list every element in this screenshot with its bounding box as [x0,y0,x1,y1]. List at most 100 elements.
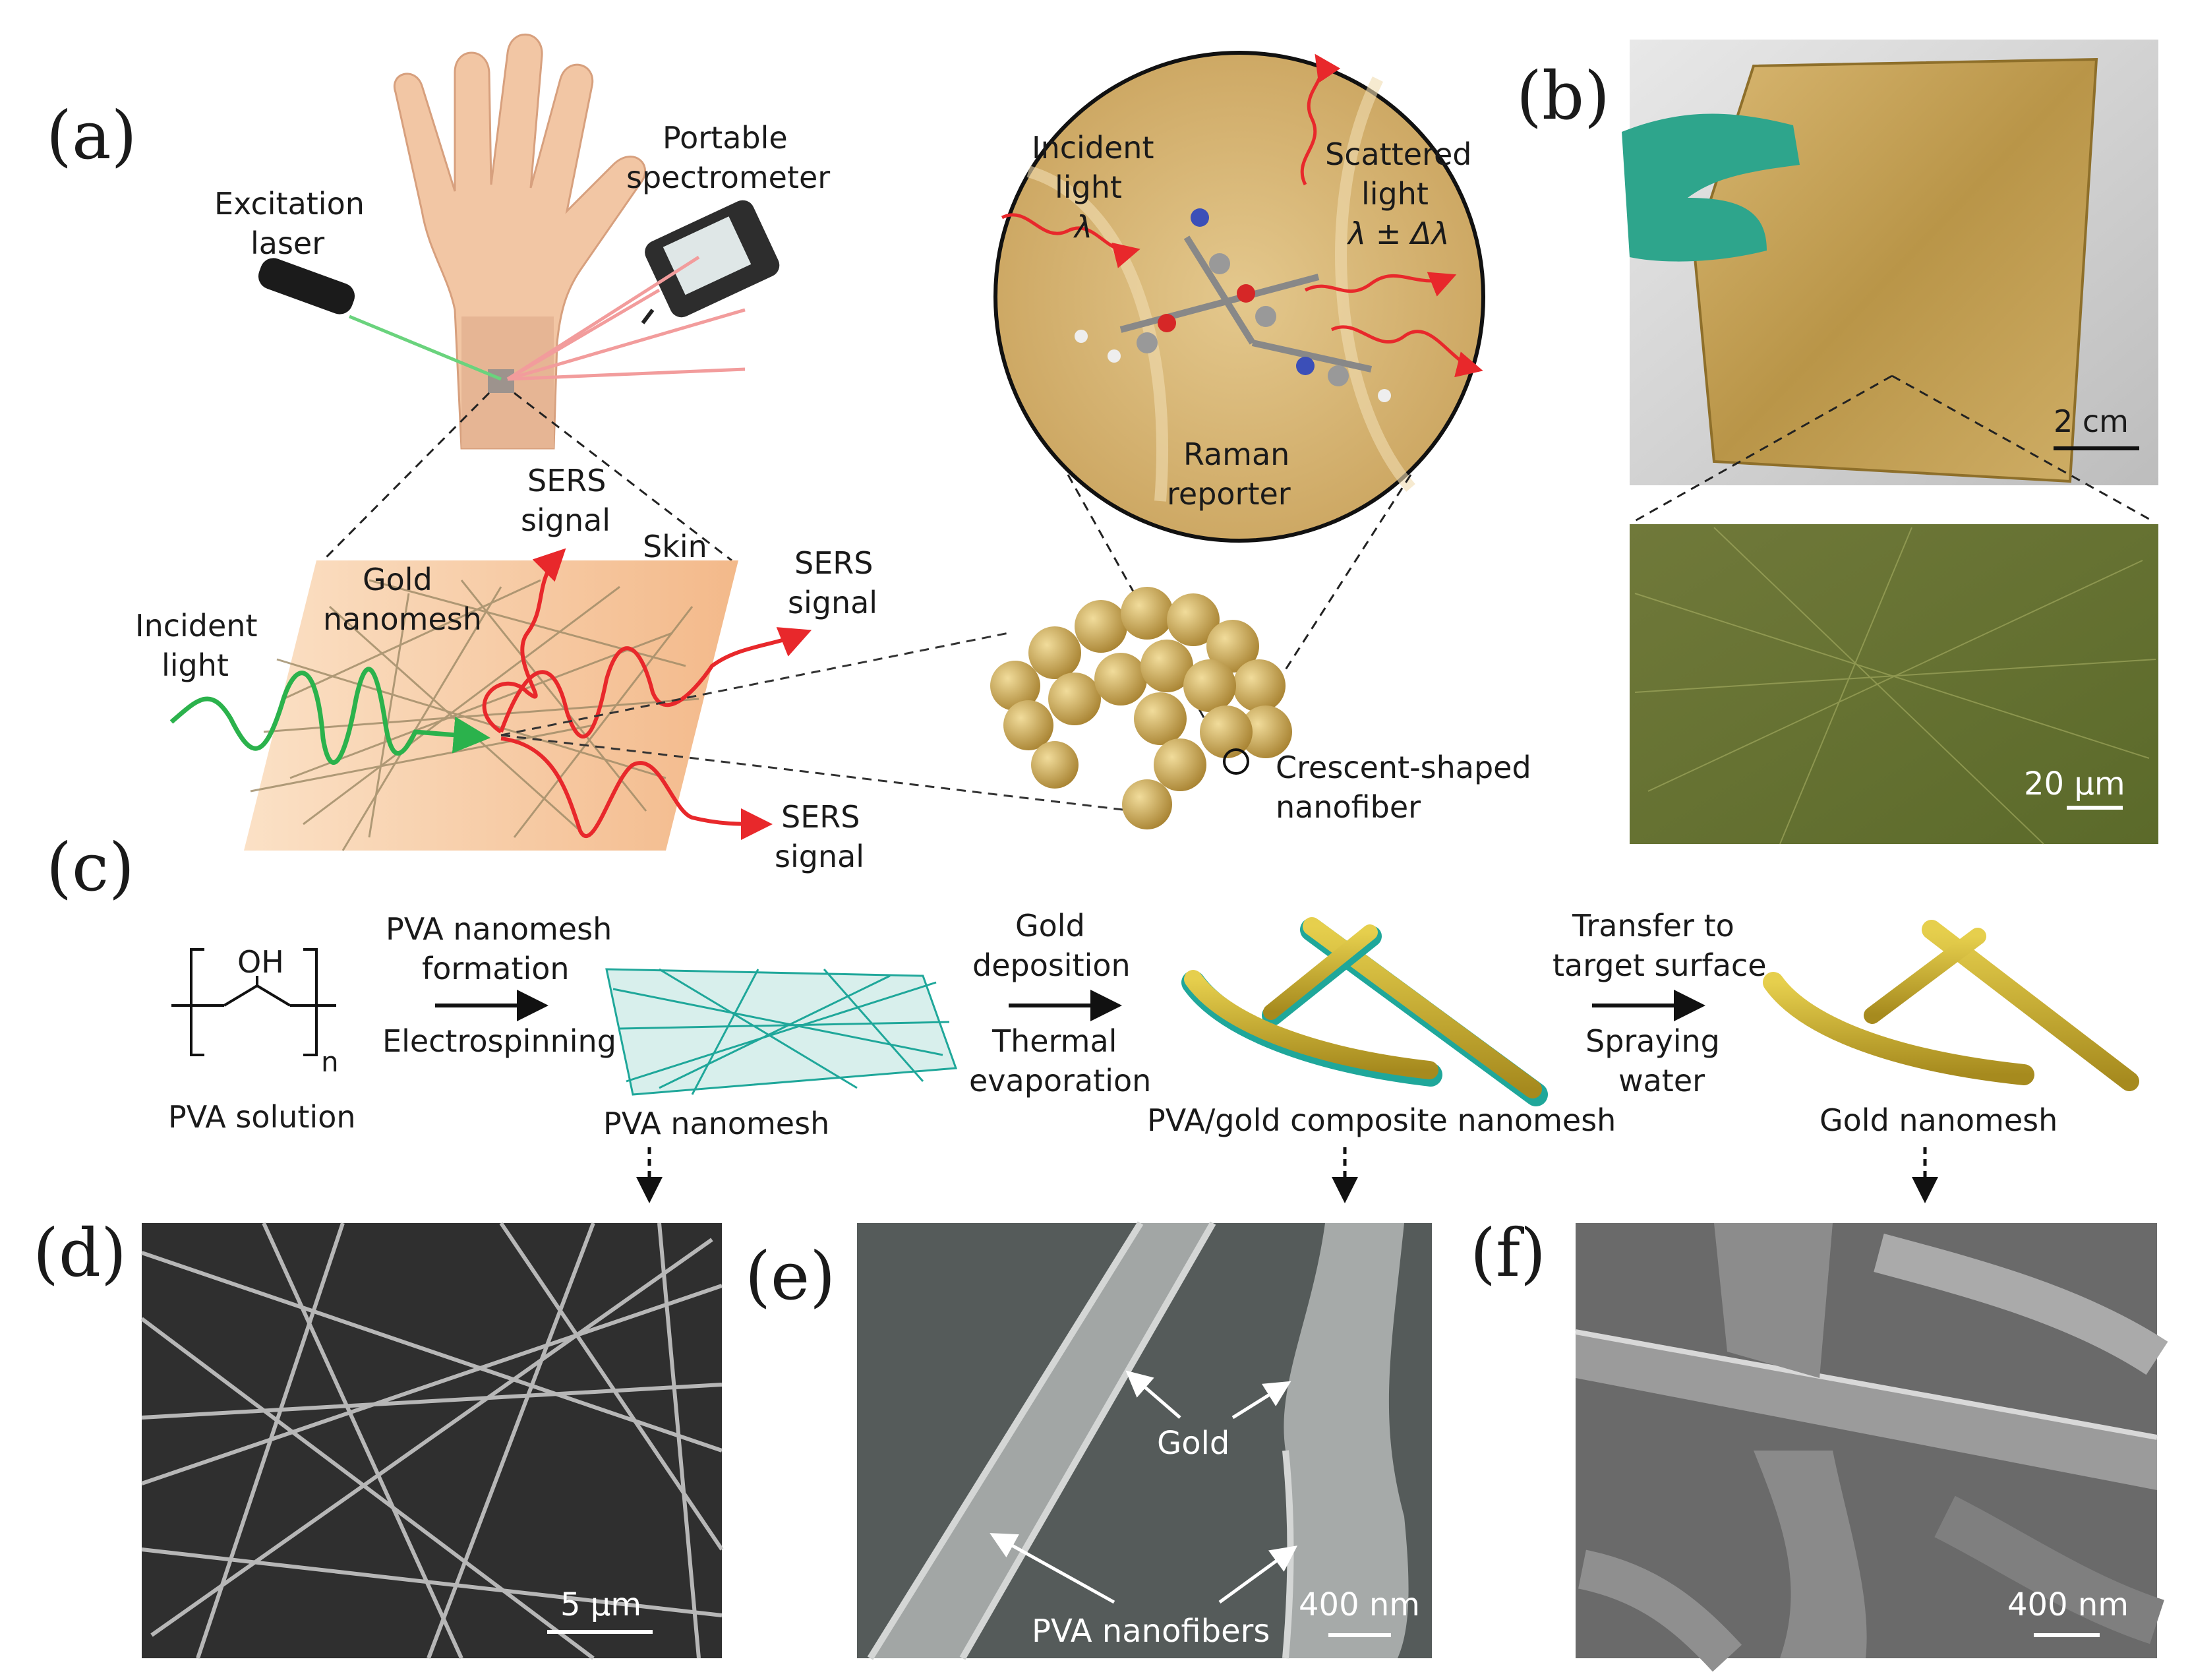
label-incident-light: Incident light [135,608,257,683]
panel-label-d: (d) [33,1215,127,1292]
label-gold-e: Gold [1125,1370,1291,1462]
svg-text:laser: laser [251,225,324,261]
svg-text:PVA nanomesh: PVA nanomesh [386,911,612,947]
svg-text:20 µm: 20 µm [2024,765,2125,802]
svg-text:Raman: Raman [1183,436,1289,472]
svg-text:evaporation: evaporation [969,1063,1151,1098]
svg-text:reporter: reporter [1167,476,1291,512]
svg-text:λ ± Δλ: λ ± Δλ [1346,216,1450,251]
label-skin: Skin [643,529,707,564]
incident-wave [169,667,490,765]
svg-text:Electrospinning: Electrospinning [382,1023,616,1059]
svg-text:SERS: SERS [794,545,873,581]
label-pva-nanomesh: PVA nanomesh [603,1106,829,1141]
svg-text:Spraying: Spraying [1585,1023,1720,1059]
svg-text:PVA nanofibers: PVA nanofibers [1032,1613,1270,1650]
gold-nanomesh-fibers [250,579,699,851]
svg-text:signal: signal [775,839,864,874]
skin-sheet [244,560,738,851]
svg-text:2 cm: 2 cm [2054,404,2129,439]
sem-image-e [857,1221,1432,1660]
pva-n-subscript: n [321,1046,339,1078]
svg-text:Crescent-shaped: Crescent-shaped [1276,750,1531,785]
panel-label-f: (f) [1470,1215,1546,1292]
scale-bar-b-bottom: 20 µm [2024,765,2125,810]
svg-text:Gold: Gold [363,562,432,597]
gold-fibers-illustration [1763,920,2139,1091]
svg-text:400 nm: 400 nm [1299,1586,1420,1623]
micrograph-b [1630,524,2158,845]
svg-text:Excitation: Excitation [214,186,365,222]
photo-gold-foil [1622,40,2158,485]
hand-arm-illustration [393,34,647,450]
svg-text:target surface: target surface [1553,947,1767,983]
label-pva-solution: PVA solution [168,1099,356,1135]
svg-text:Incident: Incident [135,608,257,644]
svg-text:spectrometer: spectrometer [626,160,830,195]
scale-bar-b-top: 2 cm [2054,404,2139,450]
pva-structure [171,948,336,1056]
scale-bar-f: 400 nm [2007,1586,2129,1637]
label-portable-spectrometer: Portable spectrometer [626,120,830,195]
label-sers-signal-top: SERS signal [521,463,610,538]
svg-text:nanomesh: nanomesh [323,601,482,637]
laser-device-icon [258,258,355,315]
svg-text:Transfer to: Transfer to [1572,908,1734,944]
svg-text:signal: signal [788,585,877,620]
panel-label-c: (c) [46,829,134,906]
label-gold-nanomesh-c: Gold nanomesh [1820,1102,2057,1138]
zoom-lines-a [322,392,732,562]
label-inset-scattered: Scattered light λ ± Δλ [1325,136,1471,251]
svg-text:400 nm: 400 nm [2007,1586,2129,1623]
svg-text:light: light [162,647,229,683]
svg-text:Thermal: Thermal [991,1023,1117,1059]
panel-label-e: (e) [745,1238,835,1315]
svg-text:light: light [1361,176,1429,212]
svg-text:Portable: Portable [663,120,788,156]
molecule-icon [1075,208,1391,402]
panel-label-b: (b) [1516,57,1610,135]
pva-oh: OH [237,944,284,980]
inset-waves [1001,53,1483,378]
scatter-rays [506,255,746,381]
pva-nanomesh-illustration [605,968,958,1096]
dotted-arrows [636,1147,1938,1203]
label-sers-signal-bottom: SERS signal [775,799,864,874]
zoom-lines-crescent [500,632,1135,812]
step2-arrow: Gold deposition Thermal evaporation [969,908,1151,1098]
svg-text:Gold: Gold [1157,1425,1229,1462]
sers-waves [482,548,812,840]
sem-image-d [140,1222,724,1660]
label-gold-nanomesh: Gold nanomesh [323,562,482,637]
step3-arrow: Transfer to target surface Spraying wate… [1553,908,1767,1098]
spectrometer-icon [641,200,780,324]
svg-text:SERS: SERS [781,799,860,835]
label-raman-reporter: Raman reporter [1167,436,1291,512]
svg-text:formation: formation [422,951,570,986]
step1-arrow: PVA nanomesh formation Electrospinning [382,911,616,1059]
label-sers-signal-right: SERS signal [788,545,877,620]
label-excitation-laser: Excitation laser [214,186,365,261]
scale-bar-d: 5 µm [547,1586,653,1634]
svg-text:nanofiber: nanofiber [1276,789,1421,825]
zoom-lines-b [1634,375,2153,522]
svg-text:light: light [1055,169,1122,205]
sem-image-f [1575,1223,2168,1672]
svg-text:Scattered: Scattered [1325,136,1471,172]
svg-text:signal: signal [521,502,610,538]
svg-text:Incident: Incident [1032,130,1154,165]
svg-text:water: water [1618,1063,1705,1098]
label-composite-nanomesh: PVA/gold composite nanomesh [1147,1102,1616,1138]
scale-bar-e: 400 nm [1299,1586,1420,1637]
svg-text:5 µm: 5 µm [560,1586,641,1623]
svg-text:SERS: SERS [527,463,606,498]
skin-patch [488,369,514,393]
crescent-marker [1223,748,1249,775]
label-pva-nanofibers-e: PVA nanofibers [990,1533,1298,1650]
crescent-nanofiber-illustration [990,587,1292,829]
laser-beam [349,315,502,381]
svg-text:deposition: deposition [972,947,1131,983]
svg-text:Gold: Gold [1015,908,1085,944]
label-inset-incident: Incident light λ [1032,130,1154,245]
